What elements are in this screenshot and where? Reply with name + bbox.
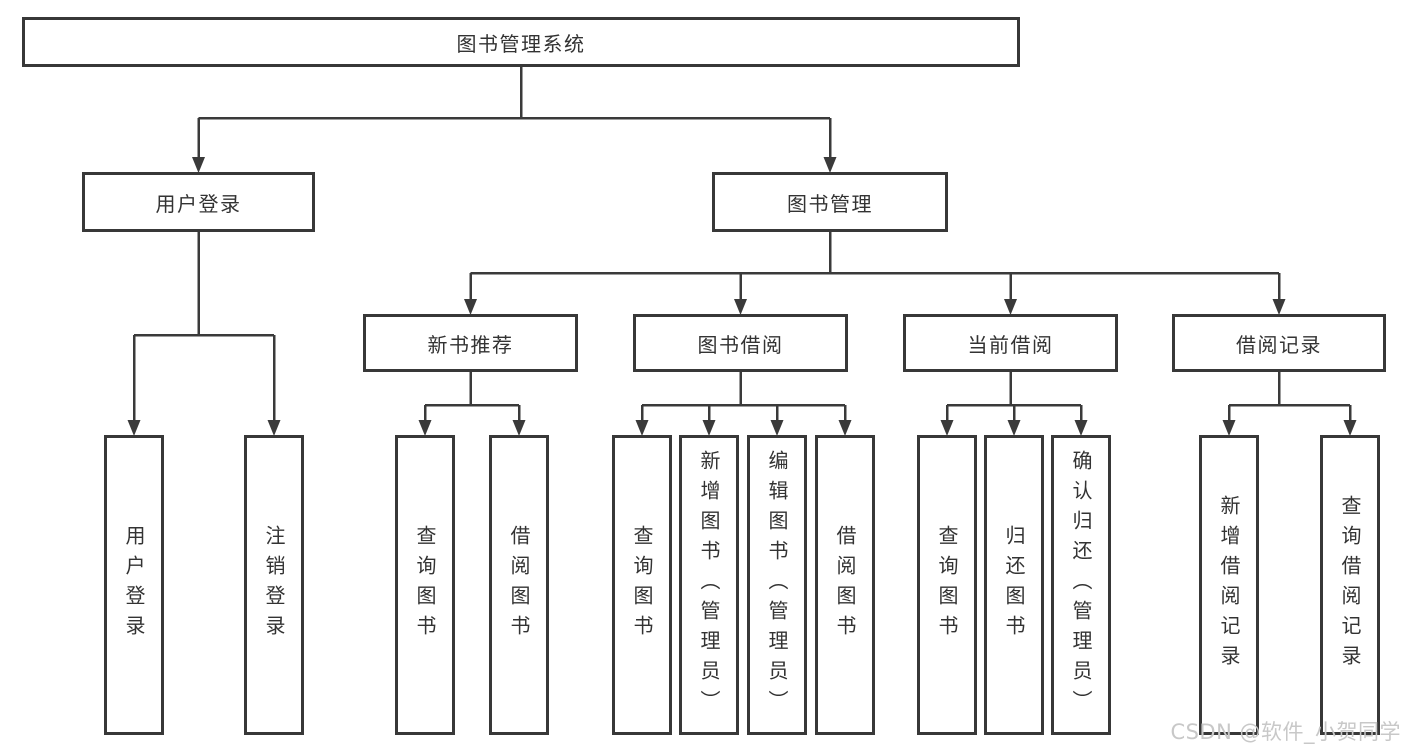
leaf-borrow-books: 借阅图书 xyxy=(489,435,549,735)
node-label: 图书管理 xyxy=(787,191,873,216)
node-label: 用户登录 xyxy=(155,191,242,216)
node-label: 图书借阅 xyxy=(697,332,784,357)
node-label: 用户登录 xyxy=(122,525,146,645)
leaf-user-login: 用户登录 xyxy=(104,435,164,735)
node-current-borrowing: 当前借阅 xyxy=(903,314,1118,372)
node-label: 查询图书 xyxy=(413,525,437,645)
node-label: 借阅图书 xyxy=(507,525,531,645)
leaf-query-books: 查询图书 xyxy=(395,435,455,735)
node-label: 新增图书（管理员） xyxy=(697,450,721,720)
node-new-book-recommend: 新书推荐 xyxy=(363,314,578,372)
node-user-login: 用户登录 xyxy=(82,172,315,232)
leaf-edit-books-admin: 编辑图书（管理员） xyxy=(747,435,807,735)
node-library-management-system: 图书管理系统 xyxy=(22,17,1020,67)
leaf-confirm-return-admin: 确认归还（管理员） xyxy=(1051,435,1111,735)
node-label: 图书管理系统 xyxy=(456,31,586,56)
node-label: 注销登录 xyxy=(262,525,286,645)
leaf-return-books: 归还图书 xyxy=(984,435,1044,735)
leaf-add-borrow-record: 新增借阅记录 xyxy=(1199,435,1259,735)
node-label: 归还图书 xyxy=(1002,525,1026,645)
leaf-query-borrow-record: 查询借阅记录 xyxy=(1320,435,1380,735)
node-label: 借阅记录 xyxy=(1236,332,1322,357)
leaf-query-books: 查询图书 xyxy=(917,435,977,735)
node-book-borrowing: 图书借阅 xyxy=(633,314,848,372)
leaf-query-books: 查询图书 xyxy=(612,435,672,735)
node-label: 新书推荐 xyxy=(427,332,514,357)
node-label: 查询图书 xyxy=(935,525,959,645)
node-label: 新增借阅记录 xyxy=(1217,495,1241,675)
leaf-logout: 注销登录 xyxy=(244,435,304,735)
node-label: 查询图书 xyxy=(630,525,654,645)
node-label: 编辑图书（管理员） xyxy=(765,450,789,720)
leaf-add-books-admin: 新增图书（管理员） xyxy=(679,435,739,735)
node-borrow-records: 借阅记录 xyxy=(1172,314,1386,372)
leaf-borrow-books: 借阅图书 xyxy=(815,435,875,735)
node-label: 确认归还（管理员） xyxy=(1069,450,1093,720)
node-label: 查询借阅记录 xyxy=(1338,495,1362,675)
node-label: 借阅图书 xyxy=(833,525,857,645)
node-book-management: 图书管理 xyxy=(712,172,948,232)
node-label: 当前借阅 xyxy=(967,332,1054,357)
csdn-watermark: CSDN @软件_小贺同学 xyxy=(1170,720,1401,744)
